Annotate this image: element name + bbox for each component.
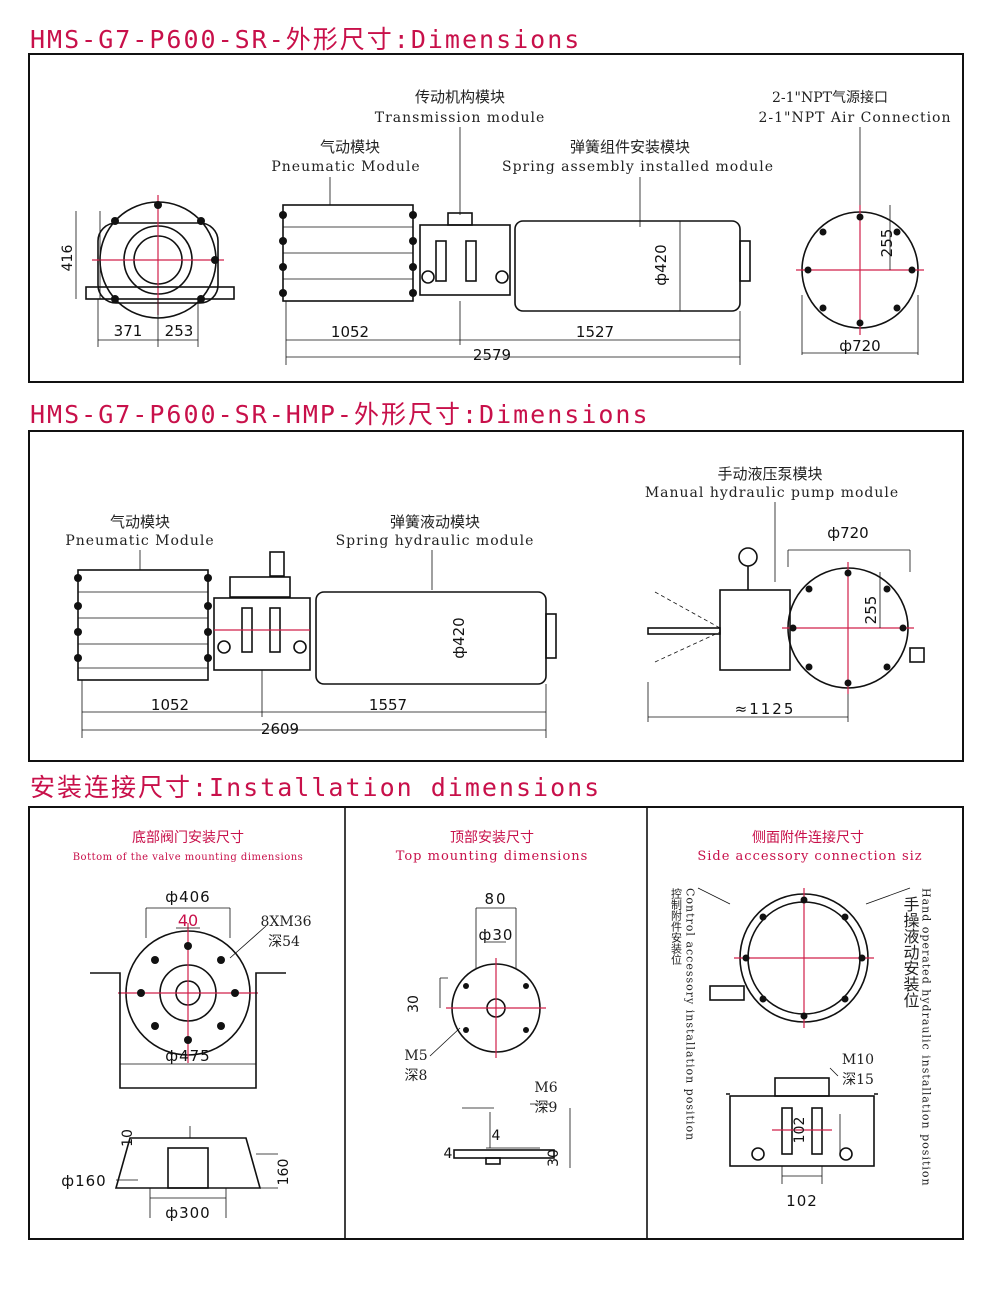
m10-depth: 深15 <box>842 1072 874 1088</box>
hand-position-cn: 手操液动安装位 <box>901 896 920 1008</box>
section3-panel: 底部阀门安装尺寸 Bottom of the valve mounting di… <box>28 806 964 1240</box>
control-position-en: Control accessory installation position <box>684 888 697 1141</box>
s2-dim-1052: 1052 <box>151 696 189 714</box>
front-view-gearbox <box>75 195 235 347</box>
dim-phi720: ф720 <box>839 337 880 355</box>
section3-heading: 安装连接尺寸:Installation dimensions <box>30 773 602 802</box>
side-title-en: Side accessory connection siz <box>697 849 922 864</box>
air-connection-label-cn: 2-1"NPT气源接口 <box>772 89 888 106</box>
dim-30-top: 30 <box>406 995 422 1013</box>
s2-spring-label-cn: 弹簧液动模块 <box>390 513 480 531</box>
air-connection-label-en: 2-1"NPT Air Connection <box>758 110 951 126</box>
dim-phi420: ф420 <box>652 244 670 285</box>
dim-phi30: ф30 <box>479 926 514 944</box>
m6-depth: 深9 <box>535 1100 558 1116</box>
control-position-cn: 控制附件安装位 <box>670 887 683 965</box>
spring-label-cn: 弹簧组件安装模块 <box>570 138 690 156</box>
dim-10: 10 <box>120 1129 136 1147</box>
bolt-depth: 深54 <box>268 934 300 950</box>
section3-drawing: 底部阀门安装尺寸 Bottom of the valve mounting di… <box>61 808 933 1238</box>
bolt-spec: 8XM36 <box>260 914 311 930</box>
bottom-mount-view <box>90 907 286 1218</box>
dim-80: 80 <box>484 890 507 908</box>
s2-dim-phi420: ф420 <box>450 617 468 658</box>
spring-label-en: Spring assembly installed module <box>502 159 774 175</box>
manual-pump-label-en: Manual hydraulic pump module <box>645 485 899 501</box>
top-title-en: Top mounting dimensions <box>396 849 589 864</box>
dim-4-left: 4 <box>444 1146 453 1162</box>
s2-pneumatic-label-en: Pneumatic Module <box>65 533 214 549</box>
dim-1527: 1527 <box>576 323 614 341</box>
dim-phi160: ф160 <box>61 1172 106 1190</box>
dim-30-bottom: 30 <box>546 1149 562 1167</box>
transmission-label-cn: 传动机构模块 <box>415 88 505 106</box>
s2-end-view-pump <box>647 547 925 722</box>
dim-102-vertical: 102 <box>792 1117 808 1144</box>
dim-phi406: ф406 <box>165 888 210 906</box>
s2-dim-phi720: ф720 <box>827 524 868 542</box>
end-view-cylinder <box>796 205 924 355</box>
dim-102-horizontal: 102 <box>786 1192 818 1210</box>
bottom-title-en: Bottom of the valve mounting dimensions <box>73 852 304 863</box>
section1-panel: 传动机构模块 Transmission module 2-1"NPT气源接口 2… <box>28 53 964 383</box>
dim-1052: 1052 <box>331 323 369 341</box>
s2-dim-1125: ≈1125 <box>735 700 796 718</box>
dim-253: 253 <box>165 322 194 340</box>
dim-416: 416 <box>60 245 76 272</box>
manual-pump-label-cn: 手动液压泵模块 <box>717 465 822 483</box>
top-mount-view <box>429 907 571 1168</box>
side-accessory-view <box>697 887 911 1184</box>
top-title-cn: 顶部安装尺寸 <box>450 830 534 846</box>
hand-position-en: Hand operated hydraulic installation pos… <box>920 888 933 1187</box>
side-view-actuator <box>279 204 751 365</box>
dim-40: 40 <box>178 911 198 930</box>
section1-heading: HMS-G7-P600-SR-外形尺寸:Dimensions <box>30 25 582 54</box>
m6-spec: M6 <box>534 1080 557 1096</box>
dim-255: 255 <box>878 229 896 258</box>
s2-spring-label-en: Spring hydraulic module <box>336 533 535 549</box>
pneumatic-label-en: Pneumatic Module <box>271 159 420 175</box>
s2-dim-2609: 2609 <box>261 720 299 738</box>
s2-pneumatic-label-cn: 气动模块 <box>110 513 170 531</box>
side-title-cn: 侧面附件连接尺寸 <box>752 829 864 846</box>
dim-160-vertical: 160 <box>276 1159 292 1186</box>
m10-spec: M10 <box>842 1052 874 1068</box>
s2-dim-1557: 1557 <box>369 696 407 714</box>
section2-heading: HMS-G7-P600-SR-HMP-外形尺寸:Dimensions <box>30 400 650 429</box>
section1-drawing: 传动机构模块 Transmission module 2-1"NPT气源接口 2… <box>60 88 951 365</box>
m5-spec: M5 <box>404 1048 427 1064</box>
dim-371: 371 <box>114 322 143 340</box>
dim-4-top: 4 <box>492 1128 501 1144</box>
bottom-title-cn: 底部阀门安装尺寸 <box>132 830 244 846</box>
dim-2579: 2579 <box>473 346 511 364</box>
transmission-label-en: Transmission module <box>375 110 546 126</box>
dim-phi300: ф300 <box>165 1204 210 1222</box>
section2-drawing: 手动液压泵模块 Manual hydraulic pump module 气动模… <box>65 465 925 738</box>
m5-depth: 深8 <box>405 1068 428 1084</box>
section2-panel: 手动液压泵模块 Manual hydraulic pump module 气动模… <box>28 430 964 762</box>
dim-phi475: ф475 <box>165 1047 210 1065</box>
s2-dim-255: 255 <box>862 596 880 625</box>
s2-side-view-actuator <box>74 551 557 738</box>
pneumatic-label-cn: 气动模块 <box>320 138 380 156</box>
